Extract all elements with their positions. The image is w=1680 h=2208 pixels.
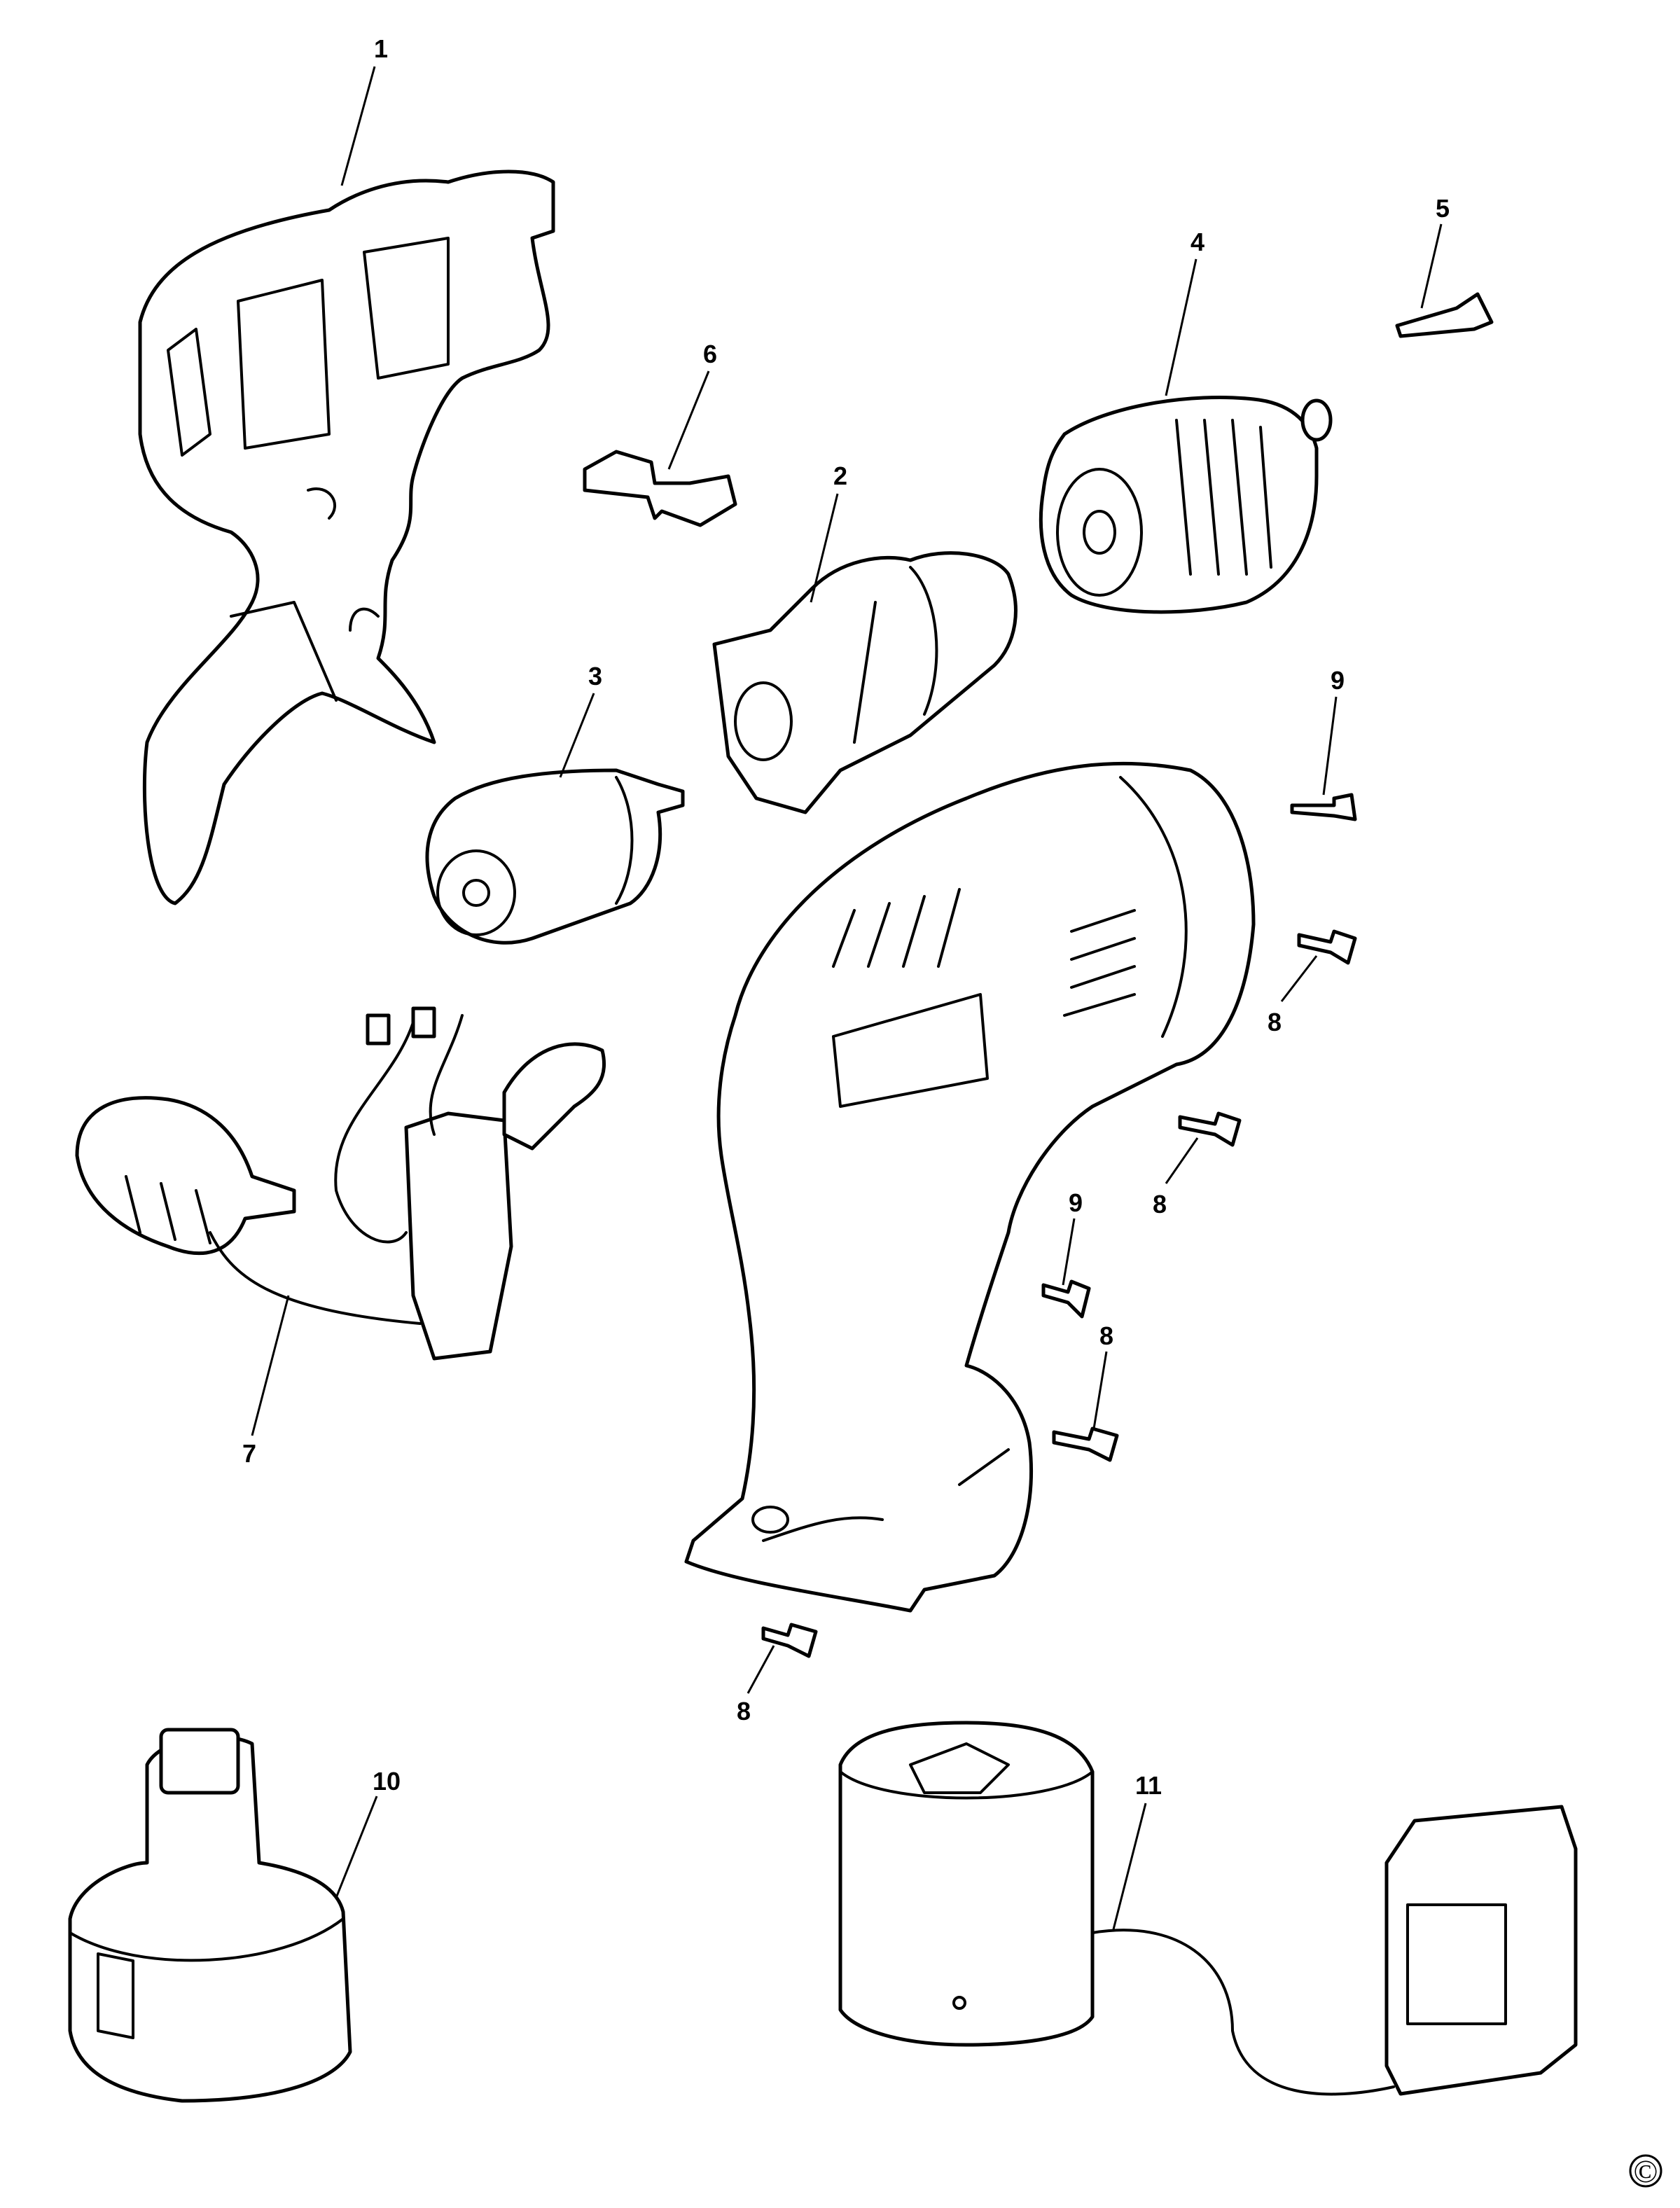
label-part-8-bottom: 8 [737, 1697, 751, 1726]
leader-line-8c [1092, 1351, 1108, 1429]
leader-line-9a [1322, 696, 1338, 796]
screw-9-upper [1290, 793, 1357, 821]
part-3-motor [425, 768, 685, 945]
leader-line-5 [1420, 223, 1443, 309]
label-part-8-middle: 8 [1153, 1190, 1167, 1218]
clamshell-housing [684, 761, 1256, 1613]
leader-line-8a [1280, 955, 1318, 1002]
leader-line-8d [747, 1645, 775, 1694]
label-part-10: 10 [373, 1767, 401, 1796]
label-part-5: 5 [1436, 194, 1450, 223]
label-part-4: 4 [1190, 228, 1205, 256]
screw-9-lower [1041, 1279, 1091, 1319]
screw-8-bottom [761, 1623, 818, 1658]
leader-line-10 [335, 1796, 378, 1898]
screw-8-upper [1297, 929, 1357, 965]
leader-line-7 [251, 1295, 290, 1436]
part-2-gearbox [712, 551, 1018, 814]
label-part-2: 2 [833, 461, 847, 490]
copyright-circle [1629, 2154, 1662, 2188]
part-7-switch-assembly [75, 1006, 606, 1361]
part-6-switch-actuator [583, 450, 737, 527]
label-part-1: 1 [374, 34, 388, 63]
label-part-3: 3 [588, 662, 602, 690]
leader-line-9b [1062, 1218, 1076, 1286]
leader-line-1 [340, 66, 376, 186]
copyright-mark: © [1634, 2153, 1658, 2189]
screw-8-lower [1052, 1426, 1119, 1462]
leader-line-4 [1165, 258, 1197, 396]
leader-line-11 [1112, 1803, 1147, 1930]
part-5-screw [1395, 292, 1494, 338]
part-1-housing-half [138, 169, 555, 905]
label-part-11: 11 [1135, 1771, 1162, 1800]
leader-line-6 [667, 370, 710, 470]
label-part-8-lower: 8 [1099, 1321, 1113, 1350]
leader-line-3 [559, 693, 595, 778]
label-part-7: 7 [242, 1439, 256, 1468]
label-part-9-upper: 9 [1331, 666, 1345, 695]
label-part-8-upper: 8 [1268, 1008, 1282, 1036]
leader-line-8b [1165, 1137, 1199, 1184]
label-part-9-lower: 9 [1069, 1188, 1083, 1217]
leader-line-2 [810, 493, 839, 603]
part-10-battery [68, 1728, 352, 2103]
label-part-6: 6 [703, 340, 717, 368]
part-11-charger [838, 1721, 1578, 2096]
screw-8-middle [1178, 1111, 1242, 1147]
part-4-chuck [1039, 395, 1333, 614]
